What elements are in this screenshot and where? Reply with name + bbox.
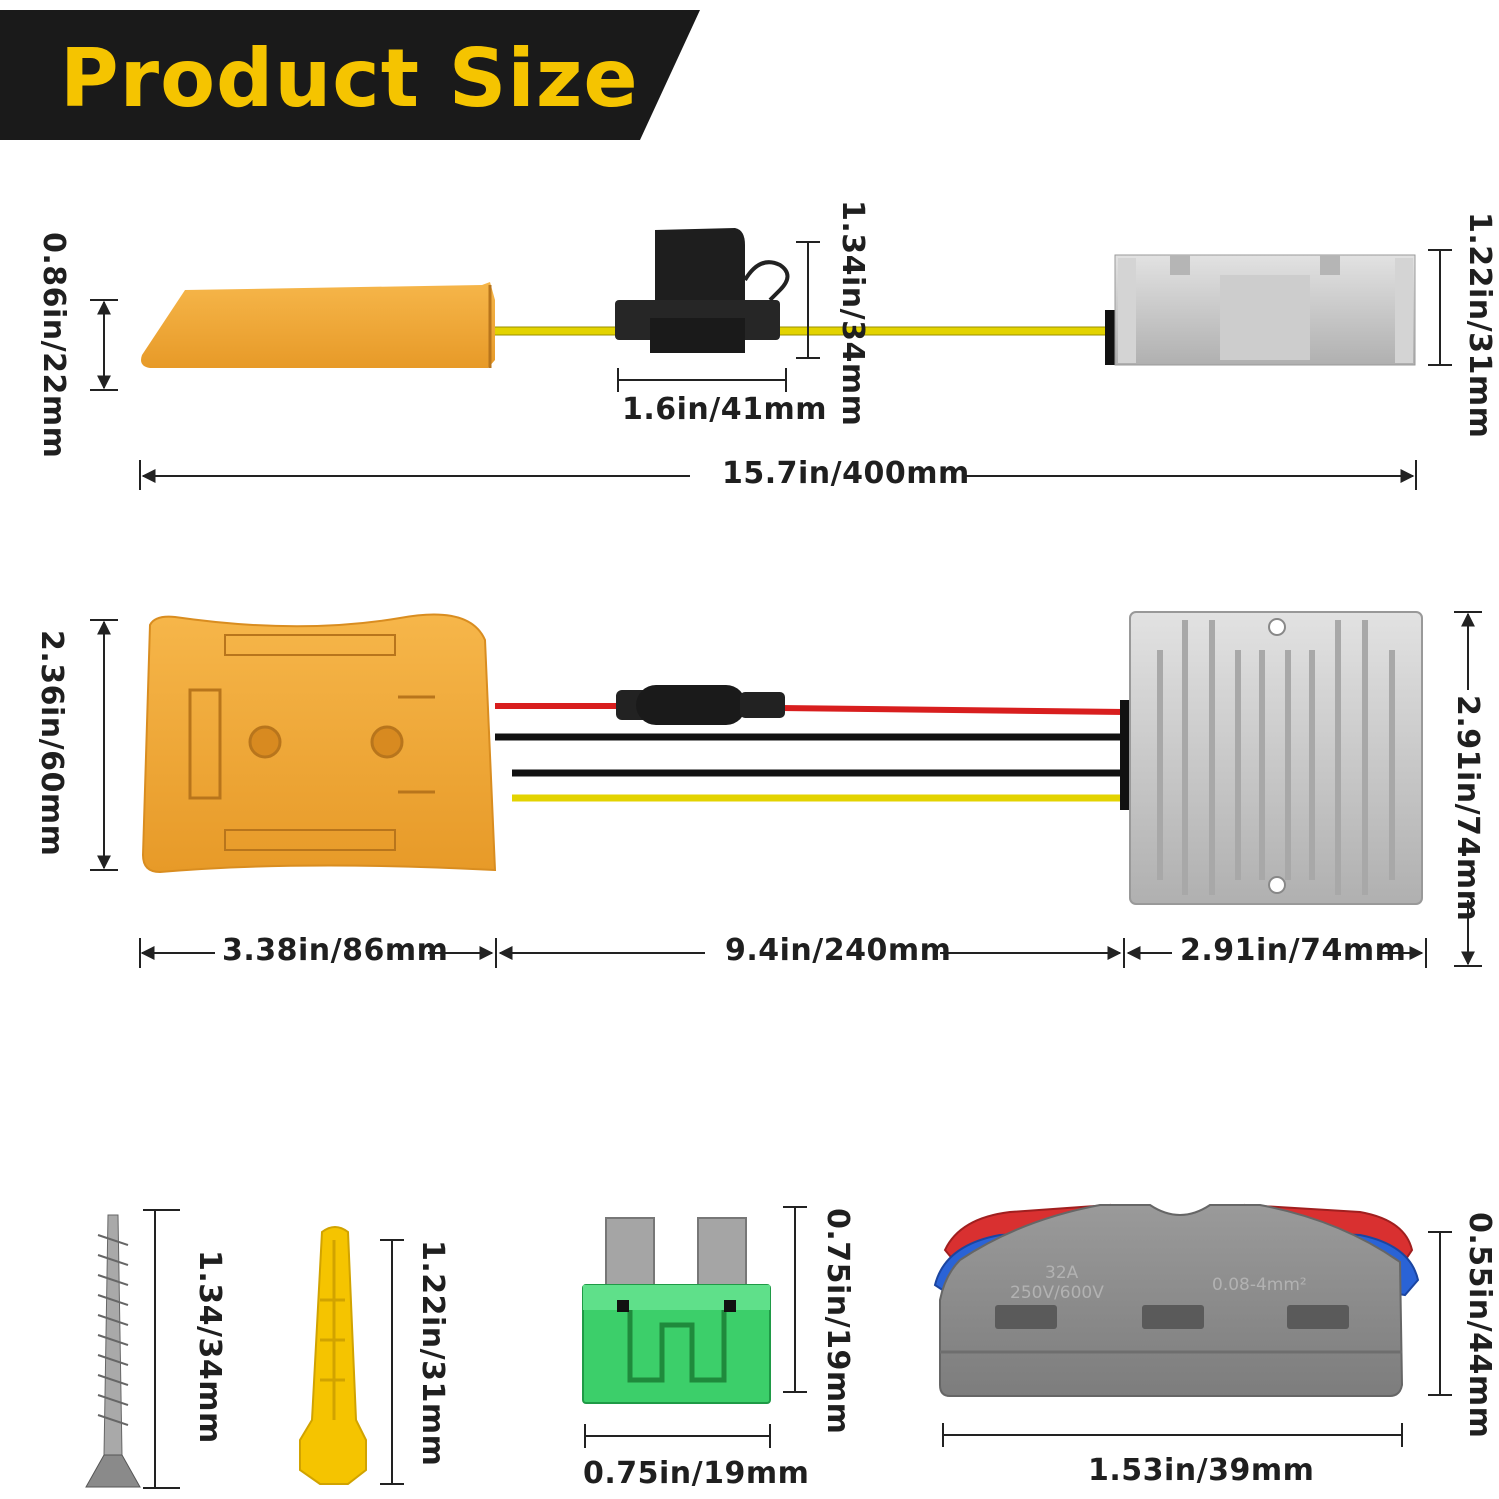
top-cable-length-label: 9.4in/240mm bbox=[725, 933, 952, 968]
connector-width-label: 1.53in/39mm bbox=[1088, 1453, 1315, 1488]
fuse-width-label: 0.75in/19mm bbox=[583, 1456, 810, 1491]
top-adapter bbox=[141, 613, 497, 874]
screw bbox=[85, 1214, 141, 1488]
side-converter bbox=[1105, 254, 1416, 366]
top-view bbox=[90, 611, 1482, 968]
side-converter-height-label: 1.22in/31mm bbox=[1462, 212, 1497, 439]
connector-voltage-text: 250V/600V bbox=[1010, 1283, 1104, 1303]
top-adapter-height-label: 2.36in/60mm bbox=[34, 630, 69, 857]
side-fuse-height-label: 1.34in/34mm bbox=[835, 200, 870, 427]
side-view bbox=[90, 228, 1452, 490]
side-fuse-width-label: 1.6in/41mm bbox=[622, 392, 828, 427]
top-converter bbox=[1120, 611, 1423, 905]
side-adapter-height-label: 0.86in/22mm bbox=[36, 232, 71, 459]
title-banner: Product Size bbox=[0, 10, 700, 140]
top-converter-height-label: 2.91in/74mm bbox=[1450, 695, 1485, 922]
screw-length-label: 1.34/34mm bbox=[192, 1250, 227, 1444]
side-fuse-holder bbox=[615, 228, 790, 353]
wire-connector: 32A 250V/600V 0.08-4mm² bbox=[933, 1203, 1420, 1397]
top-converter-width-label: 2.91in/74mm bbox=[1180, 933, 1407, 968]
blade-fuse bbox=[582, 1217, 771, 1404]
accessories: 32A 250V/600V 0.08-4mm² bbox=[85, 1203, 1452, 1489]
side-adapter bbox=[141, 282, 495, 368]
fuse-height-label: 0.75in/19mm bbox=[820, 1208, 855, 1435]
wall-anchor bbox=[299, 1226, 367, 1485]
connector-rating-text: 32A bbox=[1045, 1263, 1079, 1283]
anchor-length-label: 1.22in/31mm bbox=[415, 1240, 450, 1467]
banner-title: Product Size bbox=[60, 32, 639, 125]
side-total-length-label: 15.7in/400mm bbox=[722, 456, 970, 491]
side-wire-yellow bbox=[489, 326, 1121, 336]
banner-background bbox=[0, 10, 700, 140]
connector-wire-text: 0.08-4mm² bbox=[1212, 1275, 1307, 1295]
connector-height-label: 0.55in/44mm bbox=[1462, 1212, 1497, 1439]
top-adapter-width-label: 3.38in/86mm bbox=[222, 933, 449, 968]
